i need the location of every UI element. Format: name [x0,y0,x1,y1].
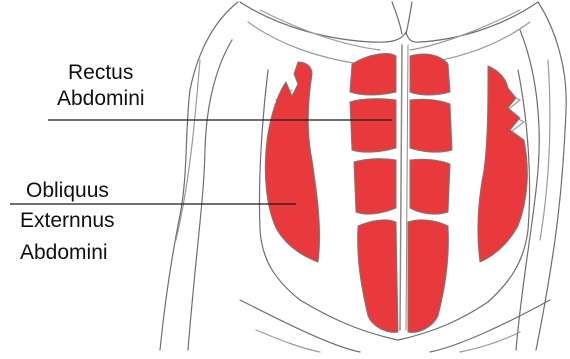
rectus-segment [354,159,396,214]
obliquus-label-line3: Abdomini [20,240,108,265]
oblique-right [478,66,527,262]
oblique-left [265,62,319,262]
rectus-segment [350,54,396,95]
rectus-label-line1: Rectus [68,60,133,85]
rectus-segment [410,159,450,214]
rectus-segment [350,99,396,152]
obliquus-label-line2: Externnus [20,208,115,233]
rectus-segment [410,54,450,95]
rectus-segment [358,220,398,332]
rectus-segment [410,99,452,152]
obliquus-label-line1: Obliquus [26,178,109,203]
rectus-segment [408,220,448,332]
rectus-label-line2: Abdomini [57,86,145,111]
